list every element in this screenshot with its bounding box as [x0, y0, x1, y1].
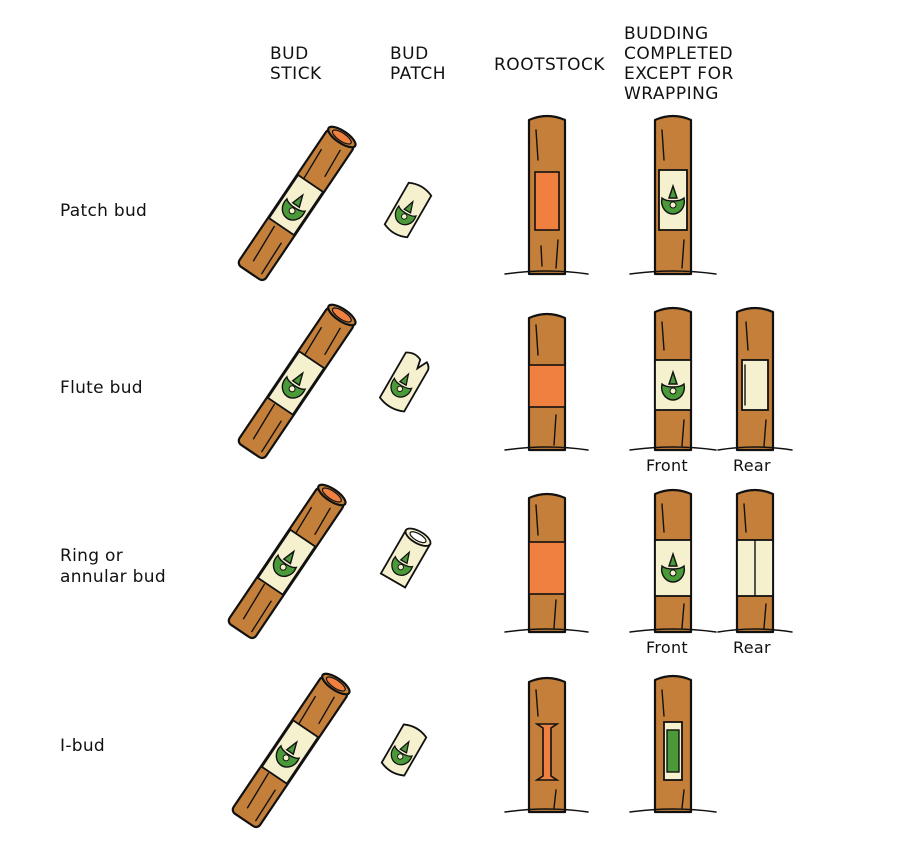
header-bud-patch: BUD PATCH — [390, 44, 446, 84]
row-label-flute-bud: Flute bud — [60, 378, 143, 399]
header-completed: BUDDING COMPLETED EXCEPT FOR WRAPPING — [624, 24, 734, 104]
front-label-ring: Front — [646, 638, 688, 657]
i-bud-patch — [380, 723, 428, 777]
front-label-flute: Front — [646, 456, 688, 475]
patch-bud-patch — [383, 181, 433, 239]
i-bud-completed — [629, 674, 717, 814]
row-label-i-bud-line1: I-bud — [60, 736, 106, 756]
ring-bud-completed-front — [629, 488, 717, 634]
header-bud-stick: BUD STICK — [270, 44, 322, 84]
flute-bud-rootstock — [504, 312, 589, 452]
row-label-flute-bud-line1: Flute bud — [60, 378, 143, 398]
ring-bud-stick — [225, 479, 350, 642]
ring-bud-completed-rear — [717, 488, 793, 634]
flute-bud-stick — [235, 299, 360, 462]
header-completed-line2: COMPLETED — [624, 44, 734, 64]
header-completed-line4: WRAPPING — [624, 84, 719, 104]
flute-bud-completed-rear — [717, 306, 793, 452]
row-label-patch-bud: Patch bud — [60, 201, 147, 222]
header-completed-line1: BUDDING — [624, 24, 709, 44]
row-label-ring-bud: Ring or annular bud — [60, 546, 166, 588]
rear-label-flute: Rear — [733, 456, 771, 475]
row-label-patch-bud-line1: Patch bud — [60, 201, 148, 221]
row-label-i-bud: I-bud — [60, 736, 105, 757]
header-bud-stick-line1: BUD — [270, 44, 309, 64]
header-completed-line3: EXCEPT FOR — [624, 64, 734, 84]
i-bud-rootstock — [504, 676, 589, 814]
header-bud-stick-line2: STICK — [270, 64, 322, 84]
patch-bud-rootstock — [504, 114, 589, 276]
flute-bud-patch — [378, 351, 430, 413]
i-bud-stick — [229, 668, 354, 831]
header-bud-patch-line1: BUD — [390, 44, 429, 64]
rear-label-ring: Rear — [733, 638, 771, 657]
row-label-ring-bud-line2: annular bud — [60, 567, 166, 587]
flute-bud-completed-front — [629, 306, 717, 452]
patch-bud-completed — [629, 114, 717, 276]
header-bud-patch-line2: PATCH — [390, 64, 447, 84]
header-rootstock: ROOTSTOCK — [494, 55, 606, 75]
patch-bud-stick — [235, 121, 360, 284]
ring-bud-patch — [379, 527, 432, 589]
ring-bud-rootstock — [504, 492, 589, 634]
row-label-ring-bud-line1: Ring or — [60, 546, 123, 566]
